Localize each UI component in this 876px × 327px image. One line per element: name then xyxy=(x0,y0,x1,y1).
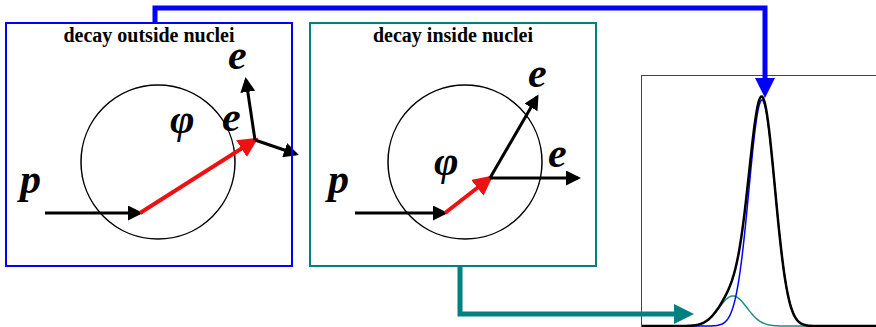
electron-track xyxy=(255,140,296,154)
particle-symbol: p xyxy=(20,158,41,200)
particle-symbol: φ xyxy=(170,98,195,140)
box-title: decay outside nuclei xyxy=(7,24,291,47)
inside-peak xyxy=(642,296,876,326)
outside-peak xyxy=(642,100,876,326)
phi-track xyxy=(445,178,490,213)
nucleus xyxy=(388,85,542,239)
particle-symbol: φ xyxy=(434,140,459,182)
proton-track xyxy=(355,212,445,215)
scene-box: decay outside nuclei xyxy=(5,22,293,267)
plot-frame xyxy=(642,76,876,327)
particle-symbol: e xyxy=(228,34,247,76)
proton-track xyxy=(45,212,140,215)
flow-arrow xyxy=(155,8,765,92)
particle-symbol: p xyxy=(328,158,349,200)
particle-symbol: e xyxy=(222,96,241,138)
electron-track xyxy=(246,80,255,140)
flow-arrow xyxy=(460,267,688,314)
phi-track xyxy=(140,140,255,213)
particle-symbol: e xyxy=(528,52,547,94)
box-title: decay inside nuclei xyxy=(311,24,595,47)
sum-curve xyxy=(642,97,876,327)
electron-track xyxy=(490,97,537,178)
nucleus xyxy=(81,85,235,239)
particle-symbol: e xyxy=(548,132,567,174)
electron-track xyxy=(490,177,578,180)
